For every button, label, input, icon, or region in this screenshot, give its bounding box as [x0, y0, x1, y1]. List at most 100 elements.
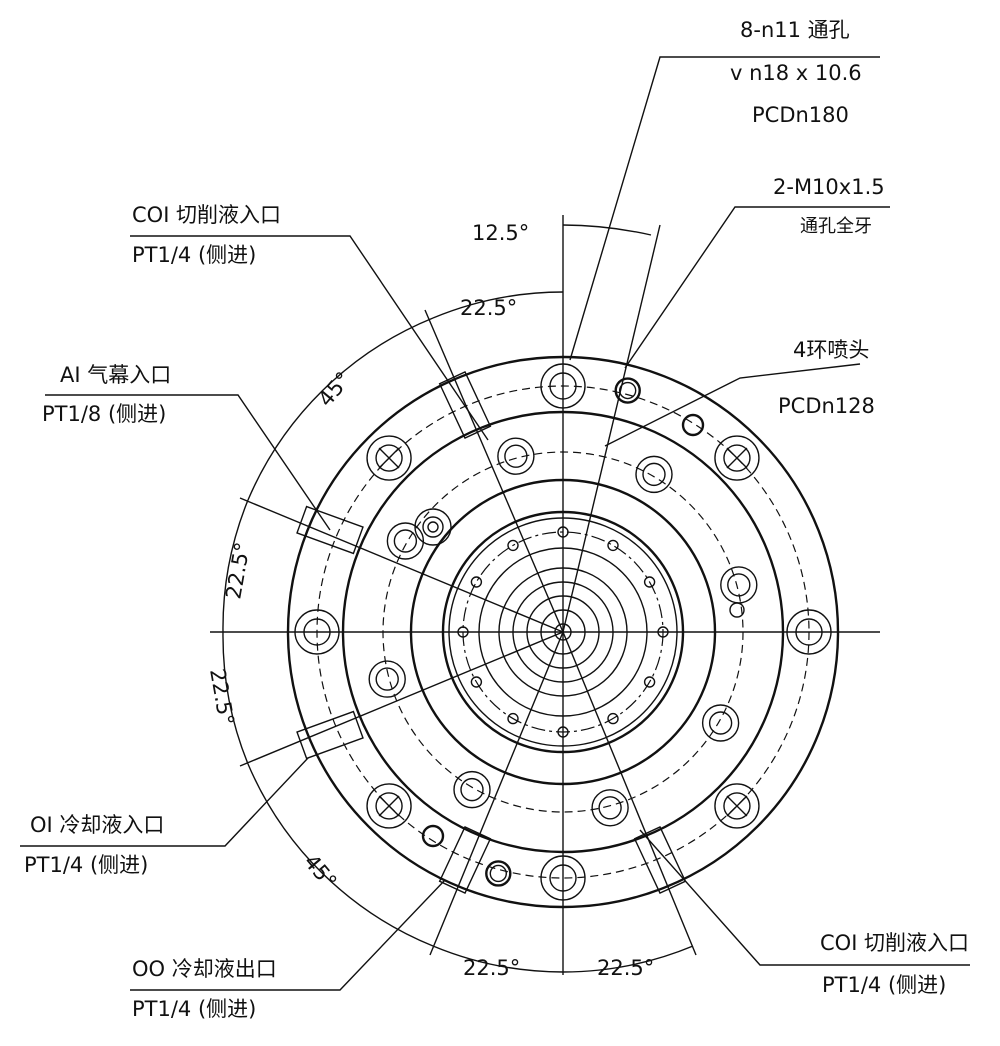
svg-text:22.5°: 22.5°: [205, 667, 239, 728]
through-hole: [549, 372, 577, 400]
nozzle-hole: [701, 704, 740, 742]
through-hole: [375, 792, 403, 820]
center-hole: [554, 623, 572, 641]
plug-hole: [421, 824, 445, 848]
spindle-small-hole: [657, 626, 669, 638]
counterbore-hole: [366, 435, 412, 481]
nozzle-hole: [635, 455, 673, 494]
svg-text:PT1/4 (侧进): PT1/4 (侧进): [132, 243, 256, 267]
svg-text:4环喷头: 4环喷头: [793, 338, 869, 362]
spindle-inner-circle: [448, 517, 678, 747]
svg-text:22.5°: 22.5°: [597, 956, 654, 980]
nozzle-hole: [414, 508, 452, 546]
step-circle: [341, 410, 785, 854]
counterbore-hole: [786, 609, 832, 655]
callout-nozzles: 4环喷头 PCDn128: [778, 338, 875, 418]
tapped-hole-inner: [489, 864, 507, 883]
spindle-small-hole: [643, 676, 656, 688]
hole-cross: [378, 447, 400, 469]
tapped-hole: [485, 860, 512, 887]
spindle-body-circle: [441, 510, 685, 754]
tapped-hole: [614, 377, 641, 404]
svg-text:12.5°: 12.5°: [472, 221, 529, 245]
svg-text:22.5°: 22.5°: [460, 296, 517, 320]
callout-tapped-holes: 2-M10x1.5 通孔全牙: [773, 175, 885, 237]
callout-coi-top: COI 切削液入口 PT1/4 (侧进): [132, 203, 281, 267]
inner-flange-circle: [409, 478, 717, 786]
tapped-hole-inner: [619, 381, 637, 400]
nozzle-hole: [720, 566, 758, 604]
spindle-small-hole: [557, 726, 569, 738]
counterbore-hole: [540, 363, 586, 409]
spindle-small-hole: [457, 626, 469, 638]
pcd180-circle: [316, 385, 810, 879]
collet-circle: [498, 567, 628, 697]
spindle-small-hole: [470, 576, 483, 588]
svg-text:PT1/8 (侧进): PT1/8 (侧进): [42, 402, 166, 426]
spindle-small-hole: [470, 676, 483, 688]
svg-text:COI 切削液入口: COI 切削液入口: [132, 203, 281, 227]
nozzle-hole: [453, 770, 491, 809]
nozzle-hole-inner: [504, 444, 528, 468]
pcd128-circle: [382, 451, 744, 813]
svg-text:OI 冷却液入口: OI 冷却液入口: [30, 813, 164, 837]
spindle-small-hole: [607, 539, 619, 552]
svg-text:PCDn128: PCDn128: [778, 394, 875, 418]
svg-text:AI 气幕入口: AI 气幕入口: [60, 363, 171, 387]
leader-lines: [20, 56, 970, 991]
side-port-bore: [438, 825, 492, 895]
through-hole: [795, 618, 823, 646]
svg-text:PCDn180: PCDn180: [752, 103, 849, 127]
counterbore-hole: [366, 783, 412, 829]
collet-core-inner: [540, 609, 586, 655]
callout-oo: OO 冷却液出口 PT1/4 (侧进): [132, 957, 277, 1021]
nozzle-hole-inner: [422, 516, 444, 538]
nozzle-hole: [497, 437, 535, 475]
svg-text:2-M10x1.5: 2-M10x1.5: [773, 175, 885, 199]
svg-text:8-n11 通孔: 8-n11 通孔: [740, 18, 850, 42]
through-hole: [303, 618, 331, 646]
nozzle-hole: [386, 522, 425, 560]
callout-ai: AI 气幕入口 PT1/8 (侧进): [42, 363, 171, 426]
outer-flange-circle: [286, 355, 840, 909]
side-port-bore: [296, 505, 364, 555]
collet-core: [526, 595, 600, 669]
hole-cross: [378, 795, 400, 817]
nozzle-hole-inner: [708, 711, 733, 735]
side-port-bore: [296, 710, 364, 760]
angle-dimensions: 12.5° 22.5° 45° 22.5° 22.5° 45° 22.5° 22…: [205, 221, 654, 980]
hole-cross: [726, 795, 748, 817]
svg-text:22.5°: 22.5°: [221, 540, 255, 601]
nozzle-hole-core: [427, 521, 439, 533]
svg-text:22.5°: 22.5°: [463, 956, 520, 980]
through-hole: [549, 864, 577, 892]
counterbore-hole: [294, 609, 340, 655]
hole-cross: [726, 447, 748, 469]
collet-inner: [512, 581, 614, 683]
small-hole: [729, 602, 745, 618]
callout-oi: OI 冷却液入口 PT1/4 (侧进): [24, 813, 164, 877]
nozzle-hole-inner: [393, 529, 418, 553]
svg-text:45°: 45°: [313, 367, 355, 411]
counterbore-hole: [540, 855, 586, 901]
nozzle-hole-inner: [460, 777, 484, 802]
svg-text:v n18 x 10.6: v n18 x 10.6: [730, 61, 862, 85]
through-hole: [375, 444, 403, 472]
side-port-bore: [633, 825, 687, 895]
plug-hole: [681, 413, 705, 437]
through-hole: [723, 444, 751, 472]
spindle-small-hole: [507, 712, 519, 725]
svg-text:通孔全牙: 通孔全牙: [800, 216, 872, 237]
svg-text:COI 切削液入口: COI 切削液入口: [820, 931, 969, 955]
svg-text:PT1/4 (侧进): PT1/4 (侧进): [24, 853, 148, 877]
bore-circle: [478, 547, 648, 717]
svg-text:PT1/4 (侧进): PT1/4 (侧进): [822, 973, 946, 997]
spindle-small-hole: [607, 712, 619, 725]
counterbore-hole: [714, 783, 760, 829]
nozzle-hole: [368, 660, 406, 698]
nozzle-hole: [591, 789, 629, 827]
svg-text:PT1/4 (侧进): PT1/4 (侧进): [132, 997, 256, 1021]
spindle-small-hole: [557, 526, 569, 538]
spindle-small-hole: [643, 576, 656, 588]
